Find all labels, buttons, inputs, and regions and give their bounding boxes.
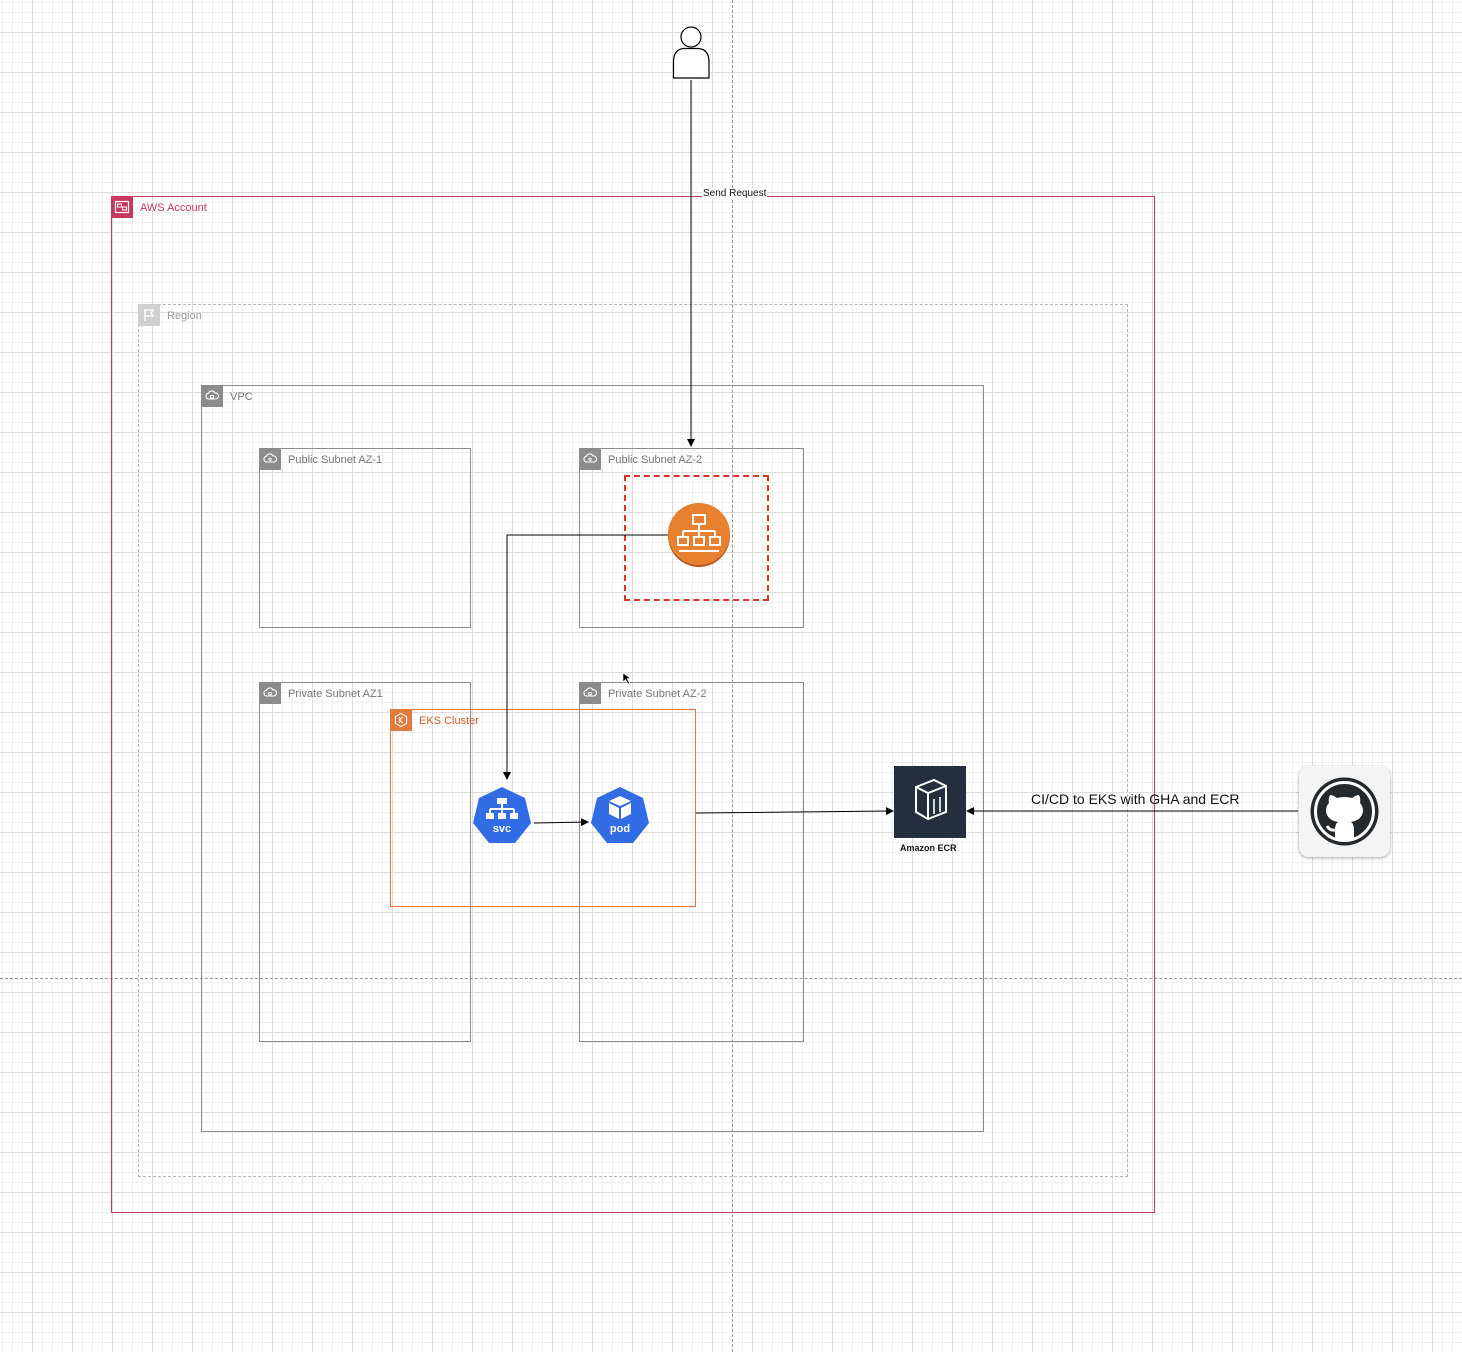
cursor-icon [622,672,632,685]
aws-account-icon [111,196,133,218]
public-subnet-az2-group[interactable]: Public Subnet AZ-2 [579,448,804,628]
load-balancer-icon[interactable] [667,502,733,568]
private-subnet-az1-group[interactable]: Private Subnet AZ1 [259,682,471,1042]
subnet-cloud-icon [579,448,601,470]
public-subnet-az1-group[interactable]: Public Subnet AZ-1 [259,448,471,628]
aws-account-group[interactable]: AWS Account [111,196,1155,1213]
svc-label: svc [492,823,512,835]
kubernetes-pod-icon [591,787,649,843]
private-subnet-az2-group[interactable]: Private Subnet AZ-2 [579,682,804,1042]
vpc-group[interactable]: VPC [201,385,984,1132]
edge-cluster-to-ecr[interactable] [695,807,894,816]
eks-cluster-group[interactable]: EKS Cluster [390,709,696,907]
load-balancer-dashed-box[interactable] [624,475,769,601]
github-icon [1310,777,1379,846]
cicd-label: CI/CD to EKS with GHA and ECR [1031,791,1240,807]
region-label: Region [167,310,202,322]
region-group[interactable]: Region [138,304,1128,1177]
subnet-cloud-icon [259,448,281,470]
edge-svc-to-pod[interactable] [533,818,589,827]
subnet-cloud-icon [259,682,281,704]
public-subnet-az1-label: Public Subnet AZ-1 [288,454,383,466]
eks-cluster-label: EKS Cluster [419,715,479,727]
private-subnet-az1-label: Private Subnet AZ1 [288,688,383,700]
aws-account-label: AWS Account [140,202,207,214]
vpc-label: VPC [230,391,253,403]
kubernetes-service-icon [473,787,531,843]
kubernetes-service-node[interactable]: svc [472,786,532,846]
vpc-cloud-icon [201,385,223,407]
send-request-label: Send Request [702,188,768,199]
amazon-ecr-icon[interactable] [894,766,966,838]
github-node[interactable] [1299,766,1390,857]
private-subnet-az2-label: Private Subnet AZ-2 [608,688,707,700]
flag-icon [138,304,160,326]
user-icon[interactable] [672,24,712,80]
subnet-cloud-icon [579,682,601,704]
amazon-ecr-label: Amazon ECR [900,843,957,853]
canvas-guide-horizontal [0,978,1462,979]
canvas-guide-vertical [732,0,733,1352]
eks-icon [390,709,412,731]
edge-lb-to-svc[interactable] [503,534,668,780]
pod-label: pod [609,823,631,835]
kubernetes-pod-node[interactable]: pod [590,786,650,846]
public-subnet-az2-label: Public Subnet AZ-2 [608,454,703,466]
